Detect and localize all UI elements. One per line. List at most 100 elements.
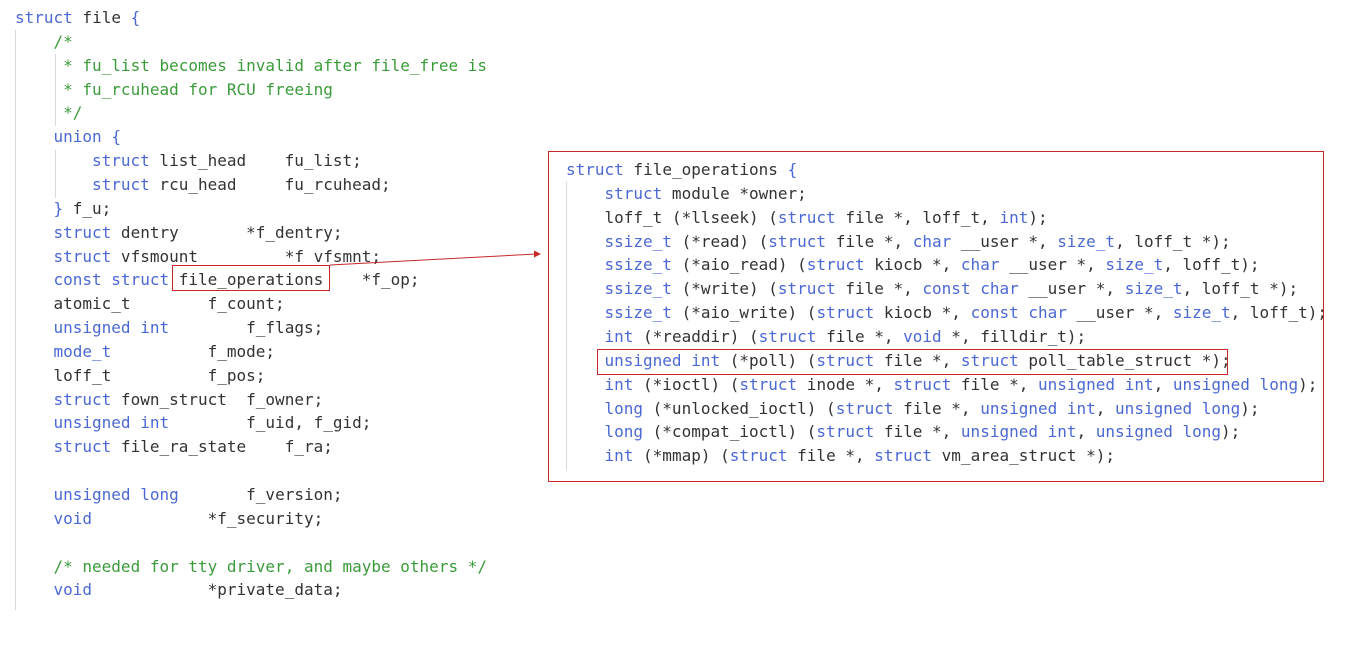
code-line: unsigned long f_version; — [54, 483, 343, 507]
code-token: (*readdir) ( — [633, 326, 759, 346]
code-token: file *, loff_t, — [835, 207, 1000, 227]
code-token: long — [604, 398, 644, 418]
indent-guide — [55, 54, 56, 126]
code-token: file *, — [951, 374, 1038, 394]
code-token: f_mode; — [111, 341, 276, 361]
code-token: kiocb *, — [874, 303, 971, 323]
code-token: { — [130, 8, 141, 27]
code-token: struct — [816, 422, 875, 442]
code-token: , loff_t); — [1163, 255, 1260, 275]
code-line: atomic_t f_count; — [54, 292, 285, 316]
code-token: (*compat_ioctl) ( — [643, 422, 817, 442]
code-token: struct — [53, 246, 112, 266]
code-token: (*unlocked_ioctl) ( — [643, 398, 836, 418]
code-token: struct — [604, 183, 663, 203]
code-token: (*poll) ( — [720, 350, 817, 370]
code-token: unsigned int — [53, 318, 170, 338]
code-token: unsigned long — [1095, 422, 1222, 442]
code-token: (*ioctl) ( — [633, 374, 740, 394]
code-line: /* needed for tty driver, and maybe othe… — [54, 555, 487, 579]
code-token: , loff_t *); — [1182, 279, 1299, 299]
code-token: file *, — [874, 422, 961, 442]
code-token: struct — [816, 350, 875, 370]
code-token: file *, — [874, 350, 961, 370]
code-token: mode_t — [53, 341, 112, 361]
code-token: unsigned long — [1115, 398, 1241, 418]
code-token: */ — [53, 103, 83, 123]
code-token: struct — [816, 303, 875, 323]
code-token: * fu_list becomes invalid after file_fre… — [53, 55, 487, 75]
code-token: struct — [739, 374, 798, 394]
code-line: /* — [54, 30, 73, 54]
code-line: union { — [54, 125, 121, 149]
code-line: ssize_t (*aio_write) (struct kiocb *, co… — [605, 301, 1327, 325]
code-token: struct — [893, 374, 952, 394]
code-line: struct file_ra_state f_ra; — [54, 435, 333, 459]
code-token: , — [1153, 374, 1173, 394]
code-token: __user *, — [951, 231, 1058, 251]
code-token: poll_table_struct *); — [1018, 350, 1231, 370]
code-token: long — [604, 422, 644, 442]
code-line: unsigned int (*poll) (struct file *, str… — [605, 349, 1231, 373]
code-token: fown_struct f_owner; — [111, 389, 324, 409]
indent-guide — [55, 150, 56, 198]
code-line: loff_t f_pos; — [54, 364, 266, 388]
code-token: ); — [1221, 422, 1241, 442]
code-token: struct — [835, 398, 894, 418]
code-token: void — [903, 326, 942, 346]
code-token: file_operations *f_op; — [169, 270, 420, 290]
code-token: int — [604, 326, 634, 346]
code-token: , loff_t); — [1230, 303, 1327, 323]
file-operations-panel: struct file_operations {struct module *o… — [548, 151, 1327, 482]
code-token: } — [53, 198, 64, 218]
code-line: struct list_head fu_list; — [92, 149, 362, 173]
code-line: ssize_t (*aio_read) (struct kiocb *, cha… — [605, 253, 1260, 277]
code-token: struct — [768, 231, 827, 251]
code-token: (*read) ( — [671, 231, 769, 251]
code-token: f_uid, f_gid; — [169, 413, 372, 433]
code-token — [102, 127, 112, 146]
code-token: struct — [960, 350, 1019, 370]
code-line: const struct file_operations *f_op; — [54, 268, 420, 292]
code-line: ssize_t (*write) (struct file *, const c… — [605, 277, 1299, 301]
code-line: } f_u; — [54, 197, 112, 221]
code-token: unsigned int — [53, 413, 170, 433]
code-line: void *private_data; — [54, 578, 343, 602]
code-token: f_u; — [63, 198, 112, 218]
code-token: *private_data; — [92, 580, 343, 600]
code-token: size_t — [1105, 255, 1164, 275]
code-token: , — [1076, 422, 1096, 442]
code-line: int (*ioctl) (struct inode *, struct fil… — [605, 373, 1318, 397]
code-token: file *, — [787, 446, 875, 466]
code-line: * fu_rcuhead for RCU freeing — [54, 78, 333, 102]
code-token: ); — [1298, 374, 1318, 394]
code-token: struct — [15, 8, 73, 27]
code-token: int — [999, 207, 1029, 227]
code-line: loff_t (*llseek) (struct file *, loff_t,… — [605, 206, 1048, 230]
code-token: /* needed for tty driver, and maybe othe… — [53, 556, 487, 576]
code-token: struct — [566, 160, 624, 179]
code-token: ); — [1240, 398, 1260, 418]
code-token: unsigned int — [604, 350, 721, 370]
code-line: * fu_list becomes invalid after file_fre… — [54, 54, 487, 78]
code-token: size_t — [1124, 279, 1183, 299]
indent-guide — [566, 182, 567, 470]
code-token: module *owner; — [662, 183, 807, 203]
code-token: struct — [874, 446, 933, 466]
code-token: f_flags; — [169, 318, 324, 338]
code-token: const char — [922, 279, 1019, 299]
code-token: struct — [92, 174, 150, 194]
code-token: struct — [777, 207, 836, 227]
code-token: (*write) ( — [671, 279, 778, 299]
code-token: file *, — [826, 231, 913, 251]
code-token: ssize_t — [604, 231, 672, 251]
code-token: struct — [729, 446, 788, 466]
code-token: * fu_rcuhead for RCU freeing — [53, 79, 333, 99]
code-token: char — [912, 231, 952, 251]
code-token: unsigned int — [1038, 374, 1154, 394]
code-token: atomic_t f_count; — [53, 294, 285, 314]
code-token: { — [787, 160, 798, 179]
code-token: char — [960, 255, 1000, 275]
code-line: long (*unlocked_ioctl) (struct file *, u… — [605, 397, 1260, 421]
code-token: unsigned long — [1172, 374, 1299, 394]
